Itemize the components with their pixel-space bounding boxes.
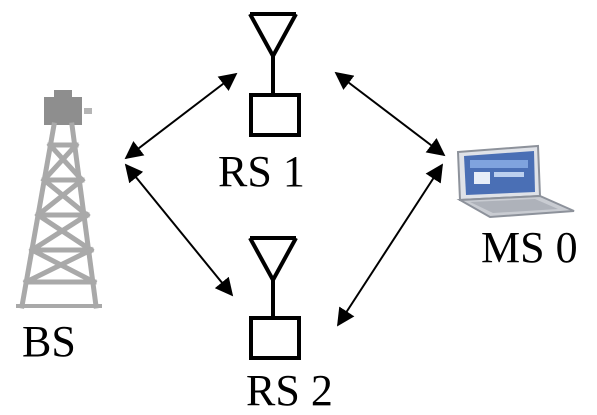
bs-label: BS <box>22 317 76 366</box>
link-bs-rs2 <box>124 163 234 297</box>
rs2-label: RS 2 <box>246 366 333 415</box>
rs1-label: RS 1 <box>218 147 305 196</box>
link-rs2-ms0 <box>337 163 443 327</box>
link-rs1-ms0 <box>334 71 446 157</box>
rs2-antenna-icon <box>248 236 301 360</box>
link-bs-rs1 <box>124 72 238 160</box>
rs1-antenna-icon <box>248 12 301 137</box>
links <box>124 71 446 327</box>
ms0-laptop-icon <box>456 144 575 219</box>
base-station-tower-icon <box>16 90 102 309</box>
ms0-label: MS 0 <box>481 223 578 272</box>
